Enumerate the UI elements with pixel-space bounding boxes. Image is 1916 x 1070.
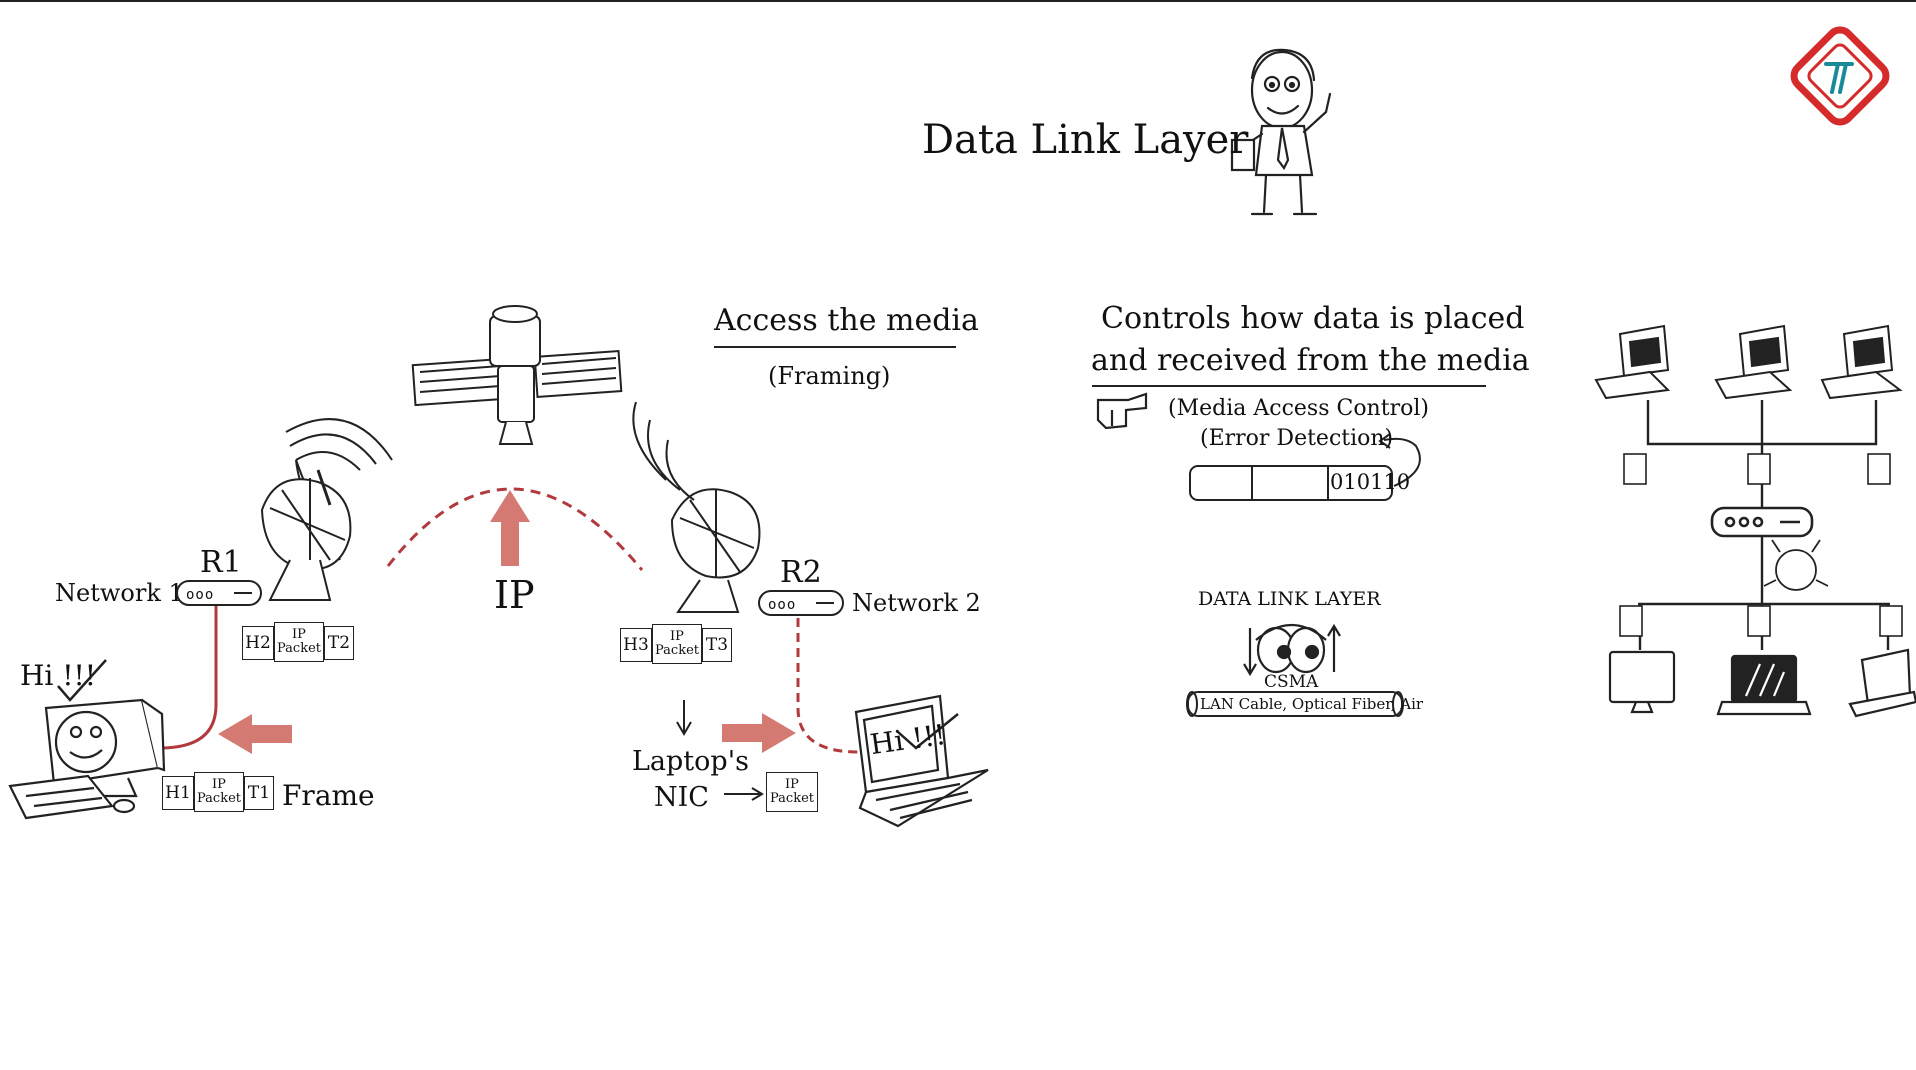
router-r1: ooo	[176, 580, 262, 606]
access-underline	[714, 346, 956, 348]
topology-monitor	[1608, 650, 1676, 714]
router-r2: ooo	[758, 590, 844, 616]
topology-switch-icon	[1710, 506, 1814, 538]
nic-packet: IP Packet	[766, 772, 818, 812]
satellite-icon	[411, 305, 623, 445]
down-arrow	[676, 700, 692, 736]
r2-frame-trailer: T3	[702, 628, 732, 662]
satellite-dish-right	[632, 401, 761, 613]
topology-laptop-dark	[1716, 654, 1812, 716]
media-label: LAN Cable, Optical Fiber, Air	[1200, 695, 1424, 713]
satellite-dish-left	[260, 418, 393, 601]
check-mark-right	[897, 713, 959, 750]
csma-eyes-icon	[1243, 623, 1341, 677]
frame-right-arrow	[722, 713, 796, 753]
check-mark-left	[57, 659, 107, 702]
ip-label: IP	[494, 573, 535, 617]
topology-computer-3	[1820, 324, 1903, 400]
error-bits: 010110	[1330, 470, 1411, 494]
network-1-label: Network 1	[55, 579, 184, 607]
mac-label: (Media Access Control)	[1168, 396, 1429, 421]
r1-frame-packet: IP Packet	[274, 622, 324, 662]
r1-packet-ip: IP	[292, 627, 306, 643]
left-packet-word: Packet	[197, 791, 241, 806]
hi-left-label: Hi !!!	[20, 659, 97, 692]
laptop-nic-line-2: NIC	[654, 782, 709, 813]
left-frame-trailer: T1	[244, 776, 274, 810]
top-border	[0, 0, 1916, 2]
topology-computer-2	[1714, 324, 1793, 400]
r2-packet-word: Packet	[655, 643, 699, 658]
professor-illustration	[1230, 48, 1332, 216]
left-packet-ip: IP	[212, 777, 226, 793]
topology-laptop-light	[1848, 648, 1916, 718]
r1-label: R1	[200, 545, 242, 580]
nic-to-packet-arrow	[724, 787, 764, 801]
framing-label: (Framing)	[768, 362, 891, 390]
r1-frame-header: H2	[242, 626, 274, 660]
controls-line-1: Controls how data is placed	[1101, 301, 1525, 336]
nic-packet-ip: IP	[785, 777, 799, 793]
controls-line-2: and received from the media	[1091, 343, 1530, 378]
error-detection-label: (Error Detection)	[1200, 426, 1394, 451]
csma-label: CSMA	[1264, 672, 1319, 692]
frame-label: Frame	[282, 779, 375, 812]
r2-frame-packet: IP Packet	[652, 624, 702, 664]
wired-link-right	[796, 618, 859, 754]
dll-label: DATA LINK LAYER	[1198, 588, 1381, 610]
r1-frame-trailer: T2	[324, 626, 354, 660]
pointing-hand-icon	[1096, 392, 1148, 430]
left-frame-packet: IP Packet	[194, 772, 244, 812]
wired-link-left	[159, 606, 218, 750]
ip-up-arrow	[490, 490, 530, 566]
r2-frame-header: H3	[620, 628, 652, 662]
access-heading: Access the media	[714, 303, 979, 338]
controls-underline	[1092, 385, 1486, 387]
r2-packet-ip: IP	[670, 629, 684, 645]
media-tube	[1186, 691, 1404, 717]
left-frame-header: H1	[162, 776, 194, 810]
network-2-label: Network 2	[852, 589, 981, 617]
r2-label: R2	[780, 555, 822, 590]
r1-packet-word: Packet	[277, 641, 321, 656]
laptop-icon	[854, 694, 989, 828]
topology-nic-figures	[1619, 453, 1903, 637]
topology-computer-1	[1594, 324, 1671, 400]
desktop-computer-icon	[8, 698, 166, 820]
nic-packet-word: Packet	[770, 791, 814, 806]
page-title: Data Link Layer	[922, 117, 1249, 163]
bug-icon	[1763, 539, 1829, 591]
frame-left-arrow	[218, 714, 292, 754]
wireless-link-arc	[386, 487, 644, 571]
error-detection-frame	[1189, 433, 1421, 501]
laptop-nic-line-1: Laptop's	[632, 746, 749, 777]
brand-logo	[1790, 26, 1890, 126]
